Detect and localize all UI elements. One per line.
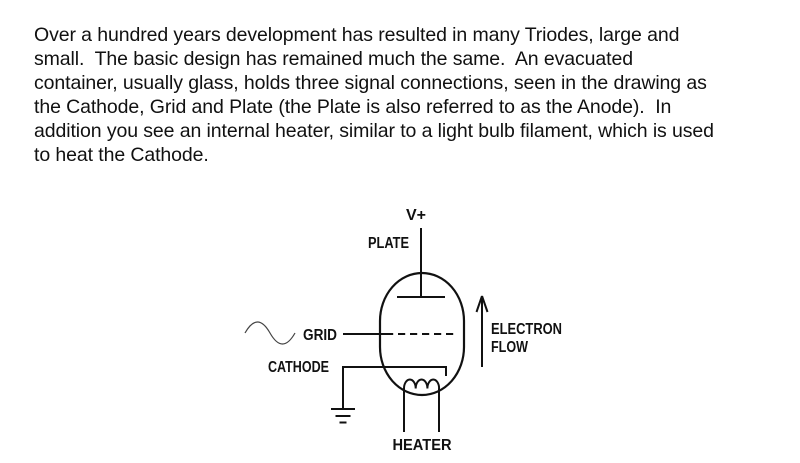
label-heater: HEATER [393, 437, 452, 454]
label-grid: GRID [303, 327, 337, 344]
label-electron: ELECTRON [491, 321, 562, 338]
label-cathode: CATHODE [268, 359, 329, 376]
ac-signal-icon [244, 321, 296, 345]
ground-symbol-icon [331, 408, 355, 424]
label-v-plus: V+ [406, 207, 426, 224]
label-plate: PLATE [368, 235, 409, 252]
intro-paragraph: Over a hundred years development has res… [34, 24, 714, 166]
cathode-electrode-wire [342, 366, 447, 408]
label-flow: FLOW [491, 339, 529, 356]
heater-coil [403, 378, 441, 389]
electron-flow-arrow [475, 295, 489, 367]
